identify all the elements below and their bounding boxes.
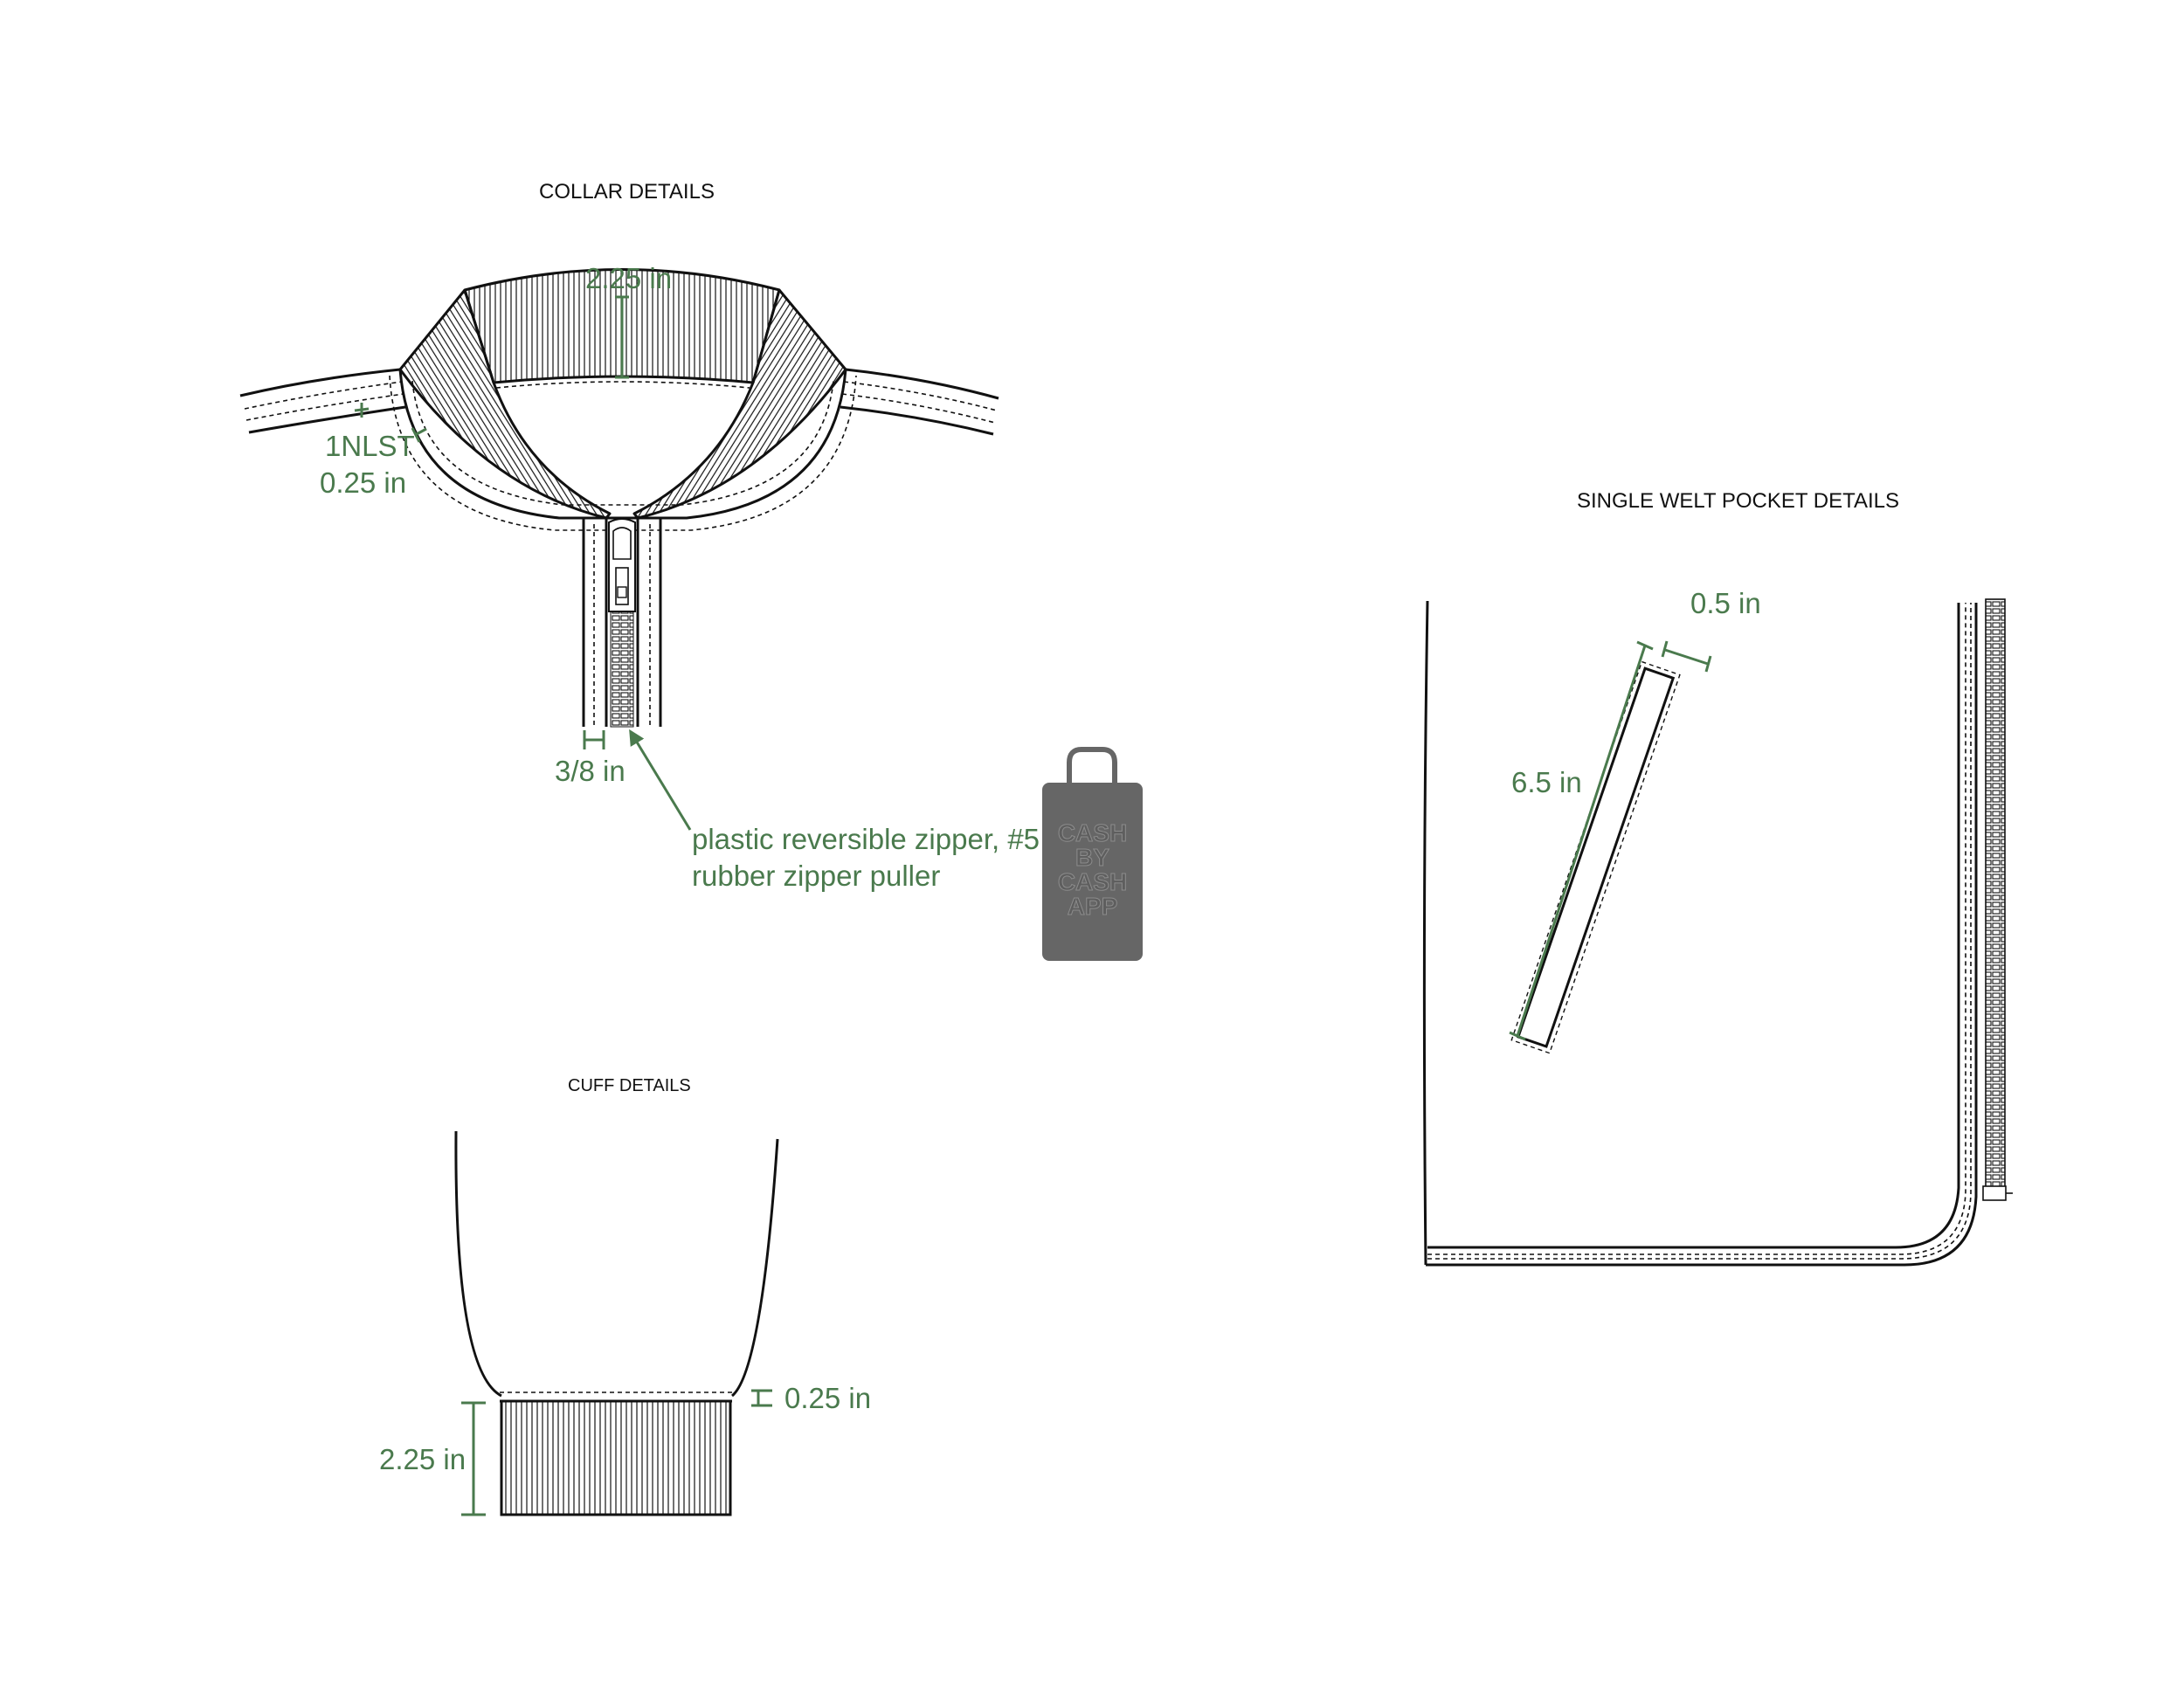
welt-width-label: 0.5 in [1690,587,1761,619]
stitch-width-label: 0.25 in [320,466,407,499]
pocket-dimensions [1509,640,1712,1041]
cuff-details-title: CUFF DETAILS [568,1076,691,1095]
puller-line-2: BY [1075,844,1110,871]
puller-line-1: CASH [1057,819,1128,846]
puller-lettering: CASH BY CASH APP [1042,819,1143,920]
cuff-topstitch-label: 0.25 in [784,1382,872,1414]
puller-line-3: CASH [1057,868,1128,895]
left-collar-rib [398,288,612,520]
collar-zipper-teeth [610,611,634,728]
puller-line-4: APP [1067,893,1118,920]
side-zipper-teeth [1985,598,2006,1194]
stitch-label: 1NLST [325,430,415,462]
collar-dimensions [354,295,692,831]
single-welt [1510,660,1681,1054]
neckline-seam [398,369,847,520]
left-shoulder-seam [239,368,401,397]
side-zipper-stop [1982,1185,2007,1201]
zipper-slider-icon [608,518,636,612]
right-collar-rib [632,288,847,520]
garment-hem-outer [1426,603,1978,1267]
right-shoulder-seam [845,368,999,400]
zipper-note-line1: plastic reversible zipper, #5 [692,823,1040,855]
pocket-details-title: SINGLE WELT POCKET DETAILS [1577,489,1899,513]
cuff-rib-band [500,1399,732,1516]
cuff-drawing [454,1130,779,1516]
cuff-dimensions [461,1389,772,1516]
zipper-note-line2: rubber zipper puller [692,860,941,892]
welt-length-label: 6.5 in [1511,766,1582,798]
cuff-rib-height-label: 2.25 in [379,1443,467,1475]
garment-left-edge [1422,600,1429,1266]
zipper-puller-icon [1042,747,1143,961]
collar-details-title: COLLAR DETAILS [539,180,715,204]
sleeve-left-edge [454,1130,502,1398]
pocket-drawing [1422,598,2013,1267]
zipper-tape-width-label: 3/8 in [555,755,625,787]
collar-height-label: 2.25 in [585,262,673,294]
sleeve-right-edge [730,1138,779,1398]
